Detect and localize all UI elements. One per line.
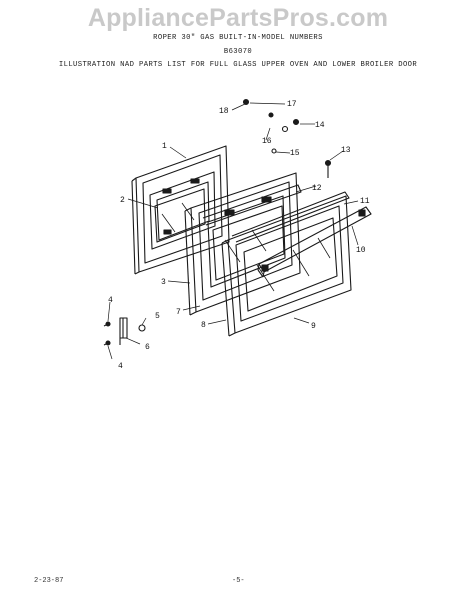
- door-frame: [184, 172, 301, 316]
- glass-retainer: [202, 184, 302, 226]
- inner-glass: [154, 188, 206, 243]
- header-line-model-number: B63070: [223, 48, 253, 56]
- footer-date: 2-23-87: [34, 577, 64, 585]
- callout-4-upper: 4: [108, 296, 113, 305]
- callout-16: 16: [262, 137, 272, 146]
- inner-door-panel: [131, 145, 230, 275]
- callout-11: 11: [360, 197, 370, 206]
- callout-8: 8: [201, 321, 206, 330]
- leader-lines: [107, 102, 359, 360]
- callout-18: 18: [219, 107, 229, 116]
- callout-6: 6: [145, 343, 150, 352]
- callout-17: 17: [287, 100, 297, 109]
- small-hardware: [242, 98, 332, 178]
- callout-12: 12: [312, 184, 322, 193]
- header-line-description: ILLUSTRATION NAD PARTS LIST FOR FULL GLA…: [58, 61, 418, 69]
- callout-15: 15: [290, 149, 300, 158]
- callout-2: 2: [120, 196, 125, 205]
- watermark: AppliancePartsPros.com: [87, 4, 389, 32]
- callout-1: 1: [162, 142, 167, 151]
- callout-13: 13: [341, 146, 351, 155]
- callout-14: 14: [315, 121, 325, 130]
- header-line-models: ROPER 30" GAS BUILT-IN-MODEL NUMBERS: [153, 34, 323, 42]
- callout-9: 9: [311, 322, 316, 331]
- middle-glass: [212, 205, 285, 281]
- footer-page-number: -5-: [232, 577, 245, 585]
- top-trim: [231, 191, 350, 243]
- callout-3: 3: [161, 278, 166, 287]
- hinge-hardware: [103, 317, 146, 346]
- callout-5: 5: [155, 312, 160, 321]
- callout-4-lower: 4: [118, 362, 123, 371]
- outer-door-panel: [221, 195, 352, 337]
- callout-7: 7: [176, 308, 181, 317]
- callout-10: 10: [356, 246, 366, 255]
- door-handle: [257, 206, 372, 278]
